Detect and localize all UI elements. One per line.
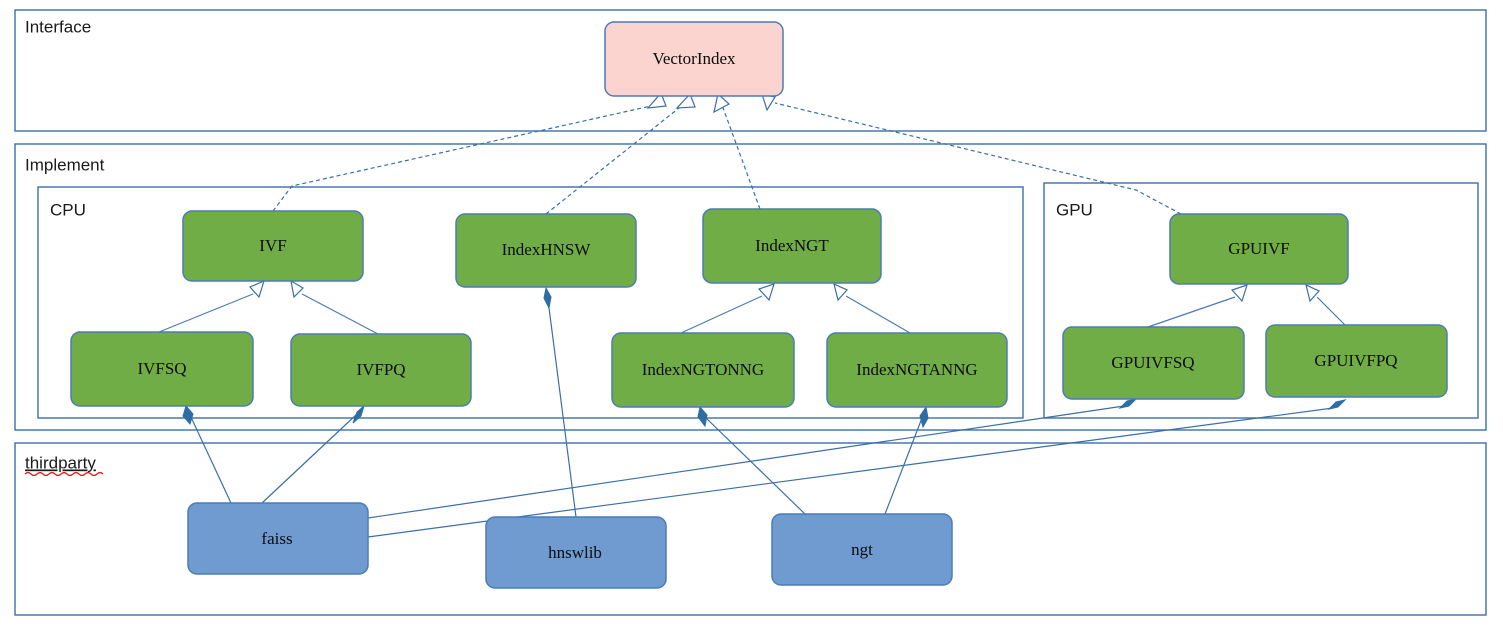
edge-ivfsq-to-ivf xyxy=(158,293,254,333)
edge-faiss-to-gpuivfsq xyxy=(367,405,1125,519)
edge-ivfpq-to-ivf xyxy=(301,293,379,335)
node-ivfsq-label: IVFSQ xyxy=(137,359,186,378)
node-ivfsq-shape xyxy=(70,331,254,407)
edge-group-realization xyxy=(272,91,1182,215)
container-thirdparty-frame xyxy=(14,442,1487,616)
node-vectorindex[interactable]: VectorIndex xyxy=(604,21,784,97)
node-faiss-label: faiss xyxy=(261,529,292,548)
edge-gpuivf-to-vectorindex xyxy=(774,102,1182,215)
edge-indexngt-to-vectorindex xyxy=(721,104,761,210)
diamond-faiss-ivfpq xyxy=(352,404,365,424)
container-cpu[interactable]: CPU xyxy=(37,186,1024,419)
node-gpuivf-label: GPUIVF xyxy=(1228,239,1289,258)
edge-gpuivfsq-to-gpuivf xyxy=(1147,296,1236,328)
container-implement[interactable]: Implement xyxy=(14,143,1487,431)
edge-faiss-to-gpuivfpq xyxy=(367,407,1334,538)
container-cpu-frame xyxy=(37,186,1024,419)
edge-faiss-to-ivfpq xyxy=(261,413,358,504)
node-indexhnsw-label: IndexHNSW xyxy=(502,240,592,259)
node-gpuivfpq[interactable]: GPUIVFPQ xyxy=(1265,324,1448,398)
node-gpuivfpq-label: GPUIVFPQ xyxy=(1314,351,1397,370)
arrowhead-realization-indexngt xyxy=(713,92,731,114)
container-implement-frame xyxy=(14,143,1487,431)
diamond-faiss-gpuivfpq xyxy=(1327,399,1347,410)
node-indexngt-label: IndexNGT xyxy=(755,236,829,255)
container-implement-label: Implement xyxy=(25,155,105,174)
container-thirdparty-label: thirdparty xyxy=(25,453,96,472)
node-faiss[interactable]: faiss xyxy=(187,502,369,575)
node-indexngt-shape xyxy=(702,208,882,284)
edge-faiss-to-ivfsq xyxy=(189,414,232,504)
node-hnswlib-shape xyxy=(485,516,667,589)
spellcheck-squiggle-icon xyxy=(24,471,104,477)
node-hnswlib[interactable]: hnswlib xyxy=(485,516,667,589)
arrowhead-inheritance-ivfpq xyxy=(290,279,304,299)
node-indexngtanng-shape xyxy=(826,332,1008,408)
node-ivf-shape xyxy=(182,210,364,282)
node-ivf[interactable]: IVF xyxy=(182,210,364,282)
node-indexngtanng[interactable]: IndexNGTANNG xyxy=(826,332,1008,408)
diamond-faiss-ivfsq xyxy=(182,404,194,426)
node-vectorindex-shape xyxy=(604,21,784,97)
node-ivfsq[interactable]: IVFSQ xyxy=(70,331,254,407)
node-gpuivf[interactable]: GPUIVF xyxy=(1169,213,1349,285)
node-ngt-label: ngt xyxy=(851,540,873,559)
edge-group-composition xyxy=(182,286,1347,538)
node-indexngtonng[interactable]: IndexNGTONNG xyxy=(611,332,795,408)
node-ivfpq-label: IVFPQ xyxy=(356,360,405,379)
arrowhead-realization-indexhnsw xyxy=(675,92,696,109)
node-indexngtonng-label: IndexNGTONNG xyxy=(642,360,764,379)
node-indexngt[interactable]: IndexNGT xyxy=(702,208,882,284)
diamond-hnswlib-indexhnsw xyxy=(543,286,552,310)
node-indexhnsw[interactable]: IndexHNSW xyxy=(455,213,637,288)
edge-hnswlib-to-indexhnsw xyxy=(547,299,577,518)
container-thirdparty[interactable]: thirdparty xyxy=(14,442,1487,616)
node-ngt[interactable]: ngt xyxy=(771,513,953,586)
edge-ngt-to-indexngtonng xyxy=(705,417,806,515)
edge-ngt-to-indexngtanng xyxy=(884,417,923,515)
container-gpu-label: GPU xyxy=(1056,200,1093,219)
node-ivfpq-shape xyxy=(290,333,472,407)
container-interface[interactable]: Interface xyxy=(14,9,1487,132)
node-ngt-shape xyxy=(771,513,953,586)
edge-gpuivfpq-to-gpuivf xyxy=(1316,296,1346,326)
node-gpuivfpq-shape xyxy=(1265,324,1448,398)
node-ivfpq[interactable]: IVFPQ xyxy=(290,333,472,407)
node-indexngtanng-label: IndexNGTANNG xyxy=(856,360,977,379)
node-gpuivf-shape xyxy=(1169,213,1349,285)
container-interface-frame xyxy=(14,9,1487,132)
diamond-faiss-gpuivfsq xyxy=(1118,398,1138,409)
container-cpu-label: CPU xyxy=(50,200,86,219)
edge-indexngtonng-to-indexngt xyxy=(680,295,763,334)
node-gpuivfsq-shape xyxy=(1062,326,1245,400)
edge-group-inheritance xyxy=(158,279,1346,335)
node-faiss-shape xyxy=(187,502,369,575)
arrowhead-inheritance-gpuivfsq xyxy=(1230,284,1248,303)
arrowhead-inheritance-indexngtonng xyxy=(757,283,775,302)
node-indexngtonng-shape xyxy=(611,332,795,408)
node-hnswlib-label: hnswlib xyxy=(548,543,602,562)
node-ivf-label: IVF xyxy=(259,236,286,255)
arrowhead-inheritance-gpuivfpq xyxy=(1305,283,1320,303)
arrowhead-inheritance-indexngtanng xyxy=(833,282,848,302)
edge-indexhnsw-to-vectorindex xyxy=(545,103,685,215)
diamond-ngt-indexngtonng xyxy=(697,405,708,428)
container-interface-label: Interface xyxy=(25,17,91,36)
node-vectorindex-label: VectorIndex xyxy=(652,49,736,68)
edge-indexngtanng-to-indexngt xyxy=(845,295,911,334)
node-indexhnsw-shape xyxy=(455,213,637,288)
edge-ivf-to-vectorindex xyxy=(272,103,661,212)
node-gpuivfsq-label: GPUIVFSQ xyxy=(1111,353,1194,372)
diamond-ngt-indexngtanng xyxy=(919,405,929,429)
node-gpuivfsq[interactable]: GPUIVFSQ xyxy=(1062,326,1245,400)
arrowhead-inheritance-ivfsq xyxy=(248,279,265,299)
